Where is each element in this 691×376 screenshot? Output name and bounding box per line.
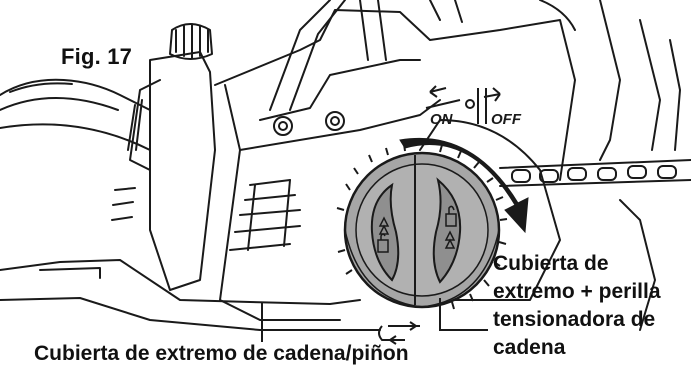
unlock-icon-right xyxy=(445,205,457,227)
sprocket-cover-callout: Cubierta de extremo de cadena/piñon xyxy=(34,342,409,365)
rear-handle xyxy=(0,78,151,151)
arrow-left-icon xyxy=(429,85,447,98)
tri-icon-left xyxy=(378,216,390,235)
figure-label: Fig. 17 xyxy=(61,44,133,69)
on-label: ON xyxy=(430,111,454,128)
rotation-arrow-icon xyxy=(399,137,529,234)
oil-tank xyxy=(149,51,216,291)
off-label: OFF xyxy=(491,111,522,128)
tension-dial-housing xyxy=(419,119,561,301)
screw-right xyxy=(325,111,345,131)
knob-cover-callout-line: Cubierta de xyxy=(493,252,609,275)
tension-knob xyxy=(336,143,508,310)
saw-chain xyxy=(499,159,691,187)
front-handle xyxy=(269,0,346,111)
side-vents xyxy=(229,179,301,251)
screw-left xyxy=(273,116,293,136)
leader-knob-cover xyxy=(439,298,488,331)
knob-cover-callout: Cubierta de extremo + perilla tensionado… xyxy=(493,250,691,362)
knob-cover-callout-line: tensionadora de xyxy=(493,308,656,331)
knob-cover-callout-line: cadena xyxy=(493,336,566,359)
on-off-indicator xyxy=(425,85,501,124)
oil-cap xyxy=(169,23,213,60)
motor-housing xyxy=(214,9,576,181)
knob-cover-callout-line: extremo + perilla xyxy=(493,280,661,303)
tri-icon-right xyxy=(444,230,456,249)
grip-ridge-right xyxy=(432,177,462,284)
grip-ridge-left xyxy=(370,182,400,282)
